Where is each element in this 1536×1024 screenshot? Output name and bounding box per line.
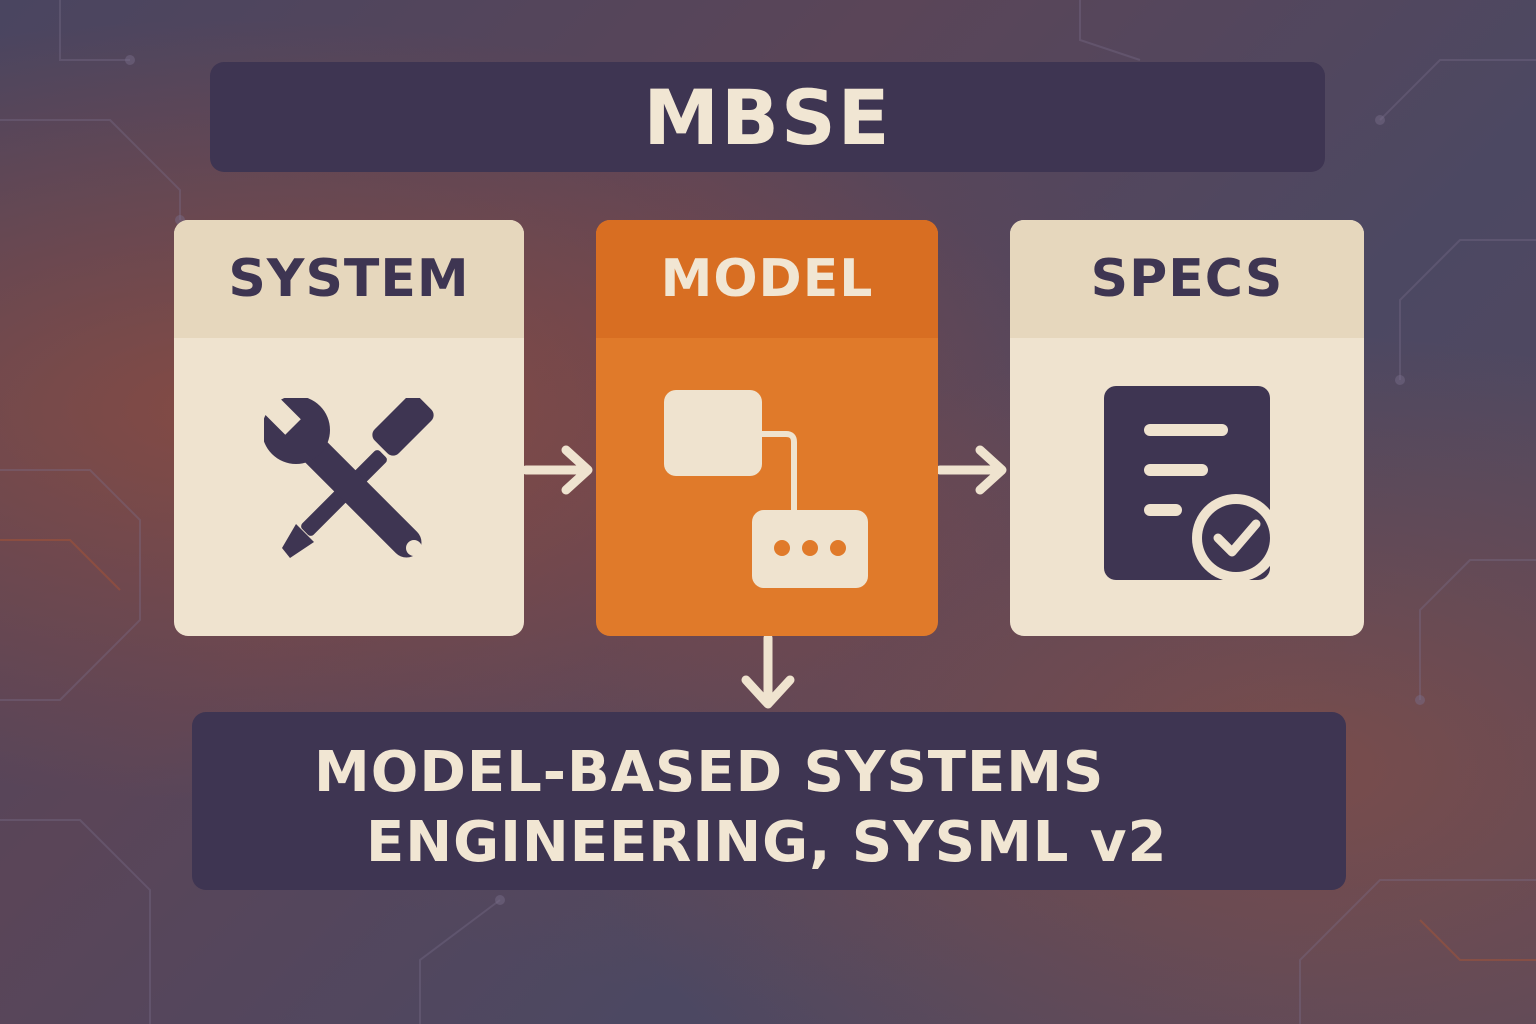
specs-card-body xyxy=(1010,338,1364,636)
arrow-right-icon xyxy=(938,445,1007,495)
spec-document-check-icon xyxy=(1104,386,1280,582)
model-card-body xyxy=(596,338,938,636)
system-card-header: SYSTEM xyxy=(174,220,524,338)
footer-banner: MODEL-BASED SYSTEMS ENGINEERING, SYSML v… xyxy=(192,712,1346,890)
arrow-right-icon xyxy=(524,445,593,495)
model-diagram-icon xyxy=(664,390,868,588)
footer-line-2: ENGINEERING, SYSML v2 xyxy=(366,810,1168,875)
specs-card-label: SPECS xyxy=(1090,249,1284,309)
page-title: MBSE xyxy=(643,72,892,162)
model-card-header: MODEL xyxy=(596,220,938,338)
wrench-screwdriver-icon xyxy=(264,398,434,558)
model-card-label: MODEL xyxy=(660,249,874,309)
system-card: SYSTEM xyxy=(174,220,524,636)
title-banner: MBSE xyxy=(210,62,1325,172)
model-card: MODEL xyxy=(596,220,938,636)
system-card-label: SYSTEM xyxy=(228,249,470,309)
arrow-down-icon xyxy=(741,636,795,709)
system-card-body xyxy=(174,338,524,636)
specs-card: SPECS xyxy=(1010,220,1364,636)
footer-line-1: MODEL-BASED SYSTEMS xyxy=(314,740,1105,805)
specs-card-header: SPECS xyxy=(1010,220,1364,338)
